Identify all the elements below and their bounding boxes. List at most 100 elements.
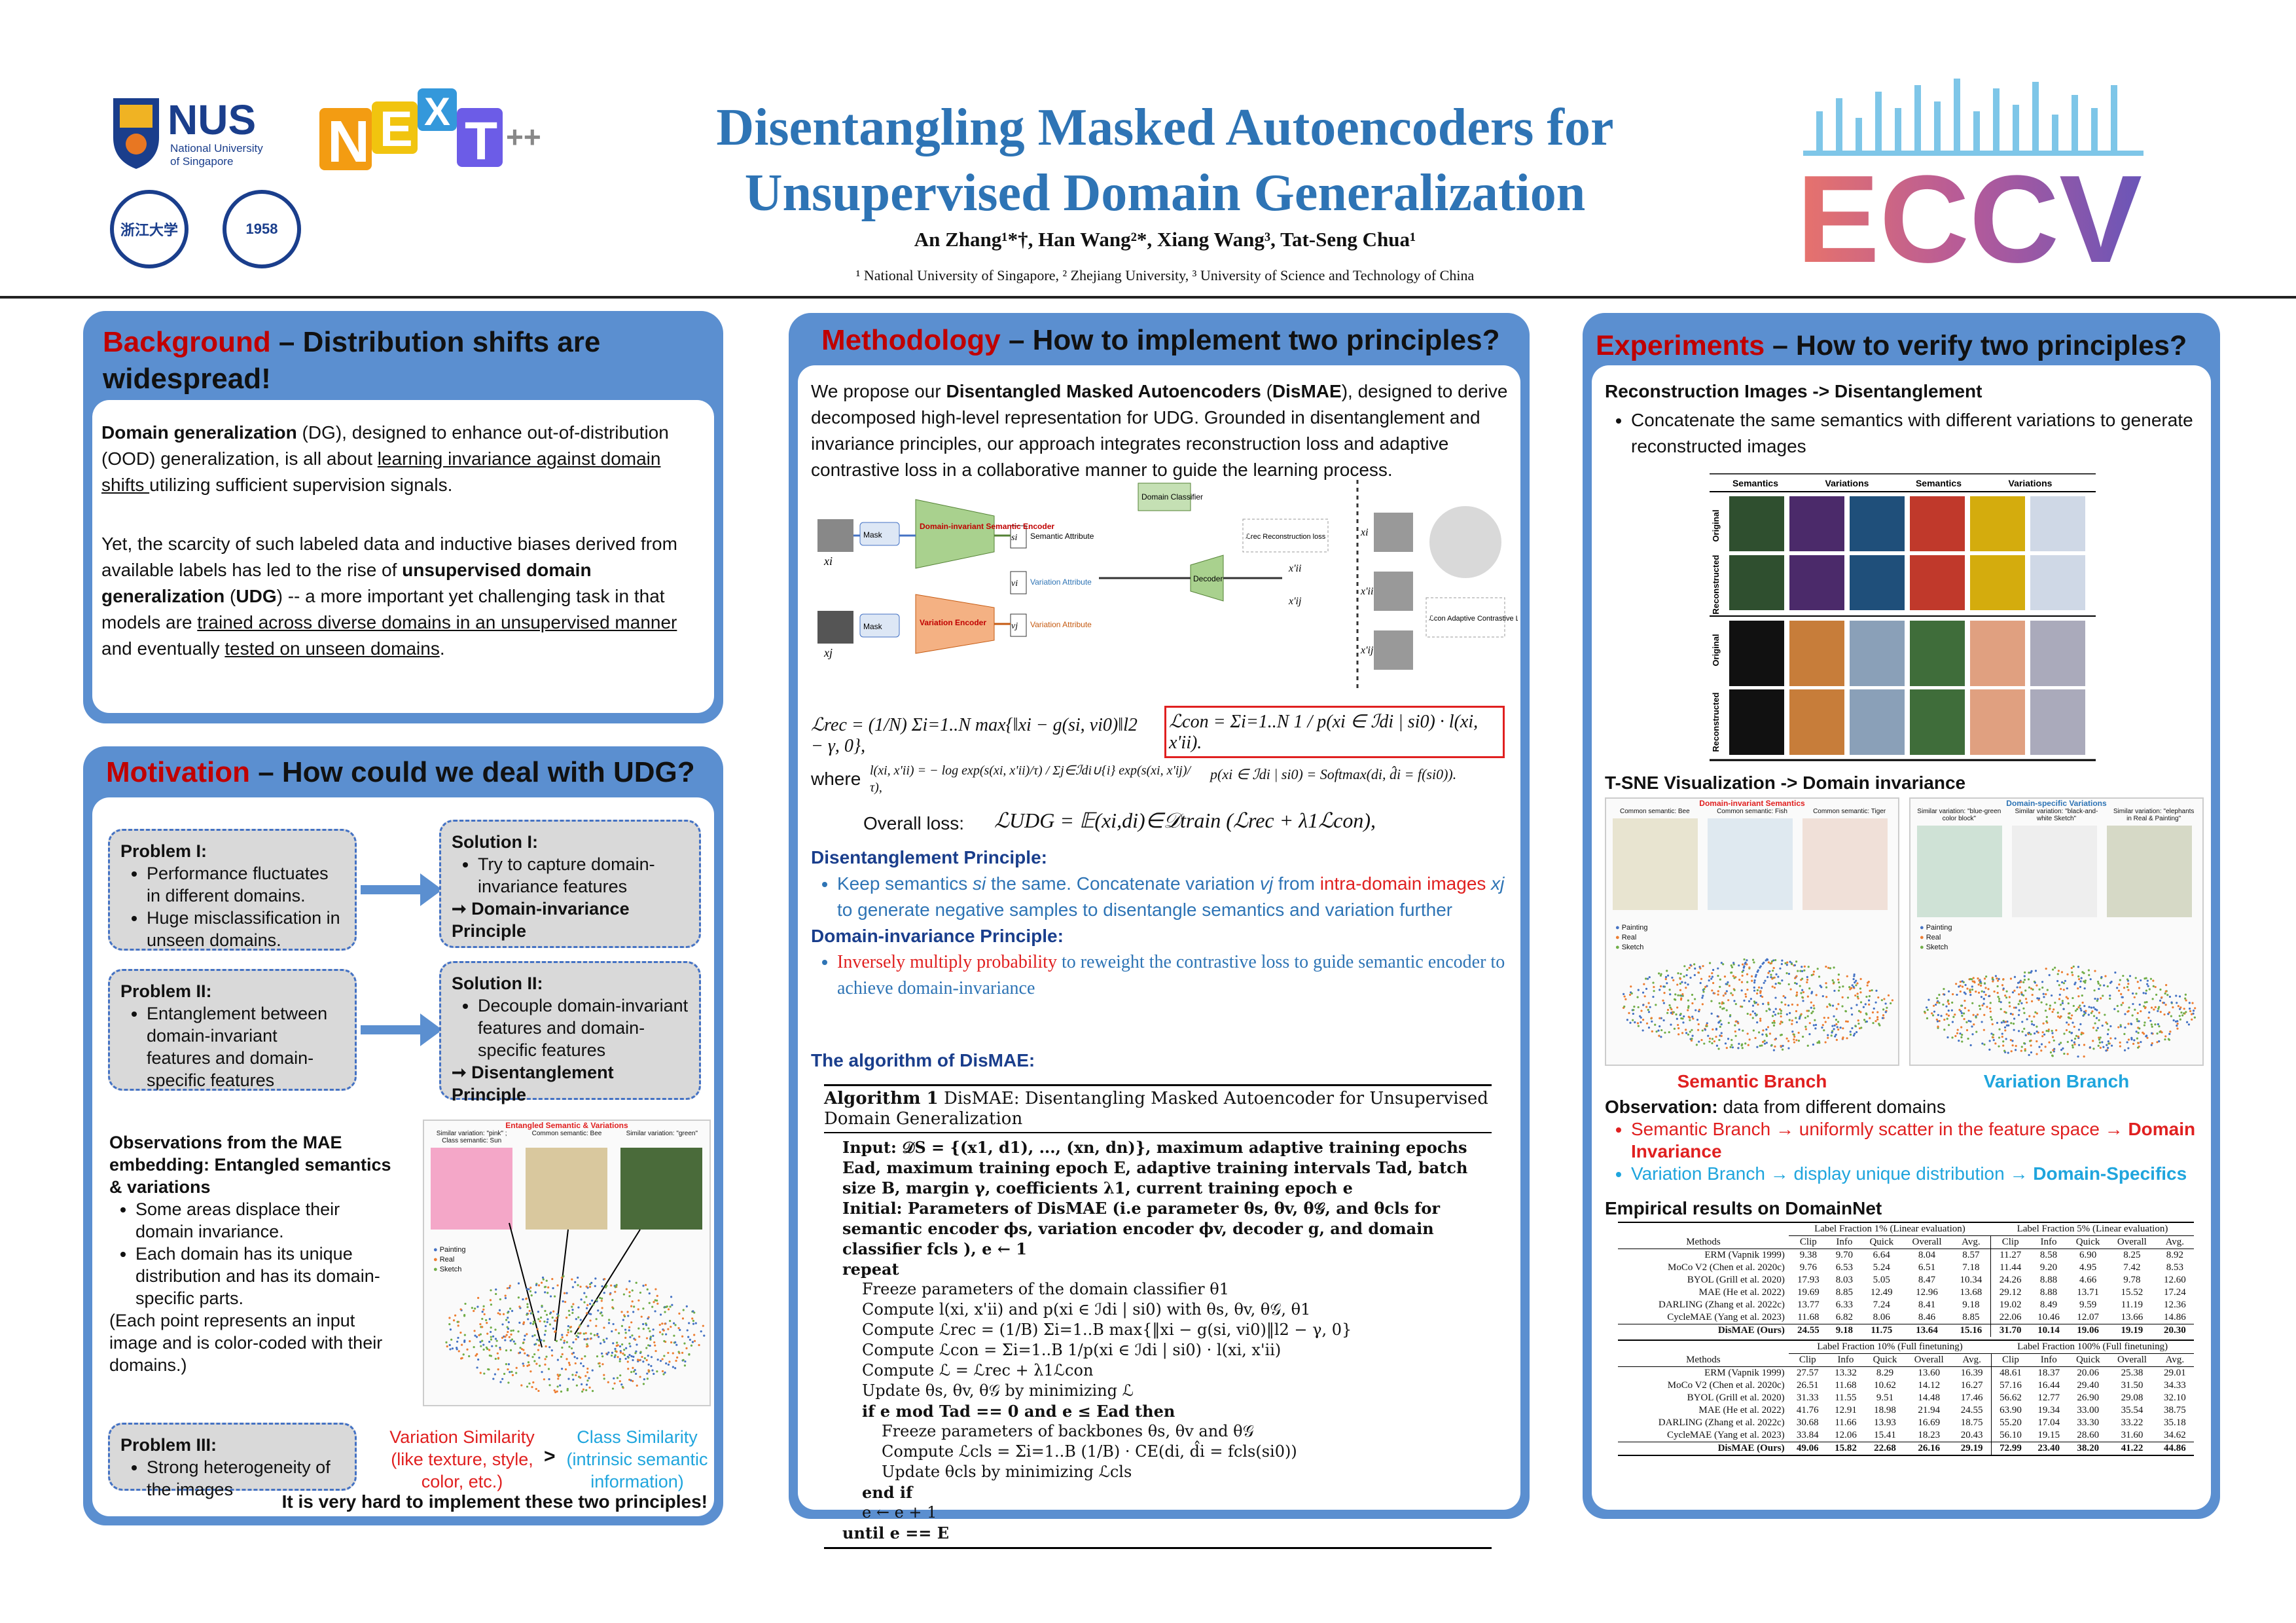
- scatter-point: [2106, 985, 2109, 988]
- scatter-point: [2079, 985, 2082, 989]
- scatter-point: [2109, 994, 2111, 997]
- scatter-point: [628, 1295, 631, 1298]
- scatter-point: [690, 1344, 693, 1347]
- scatter-point: [1784, 962, 1787, 964]
- scatter-point: [1649, 1006, 1651, 1008]
- scatter-point: [2150, 1044, 2153, 1046]
- scatter-point: [1859, 991, 1862, 994]
- scatter-point: [681, 1335, 684, 1338]
- scatter-point: [1835, 1019, 1838, 1021]
- problem-3-item: Strong heterogeneity of the images: [147, 1456, 344, 1501]
- scatter-point: [632, 1355, 635, 1358]
- scatter-point: [2180, 1011, 2183, 1014]
- scatter-point: [1659, 1025, 1661, 1028]
- algorithm-title: Algorithm 1 DisMAE: Disentangling Masked…: [824, 1086, 1492, 1133]
- scatter-point: [2004, 1021, 2007, 1023]
- scatter-point: [2176, 1002, 2178, 1004]
- scatter-point: [1991, 1023, 1994, 1025]
- scatter-point: [2066, 1021, 2068, 1024]
- scatter-point: [613, 1377, 615, 1379]
- table-header-cell: Avg.: [2165, 1237, 2185, 1247]
- scatter-point: [2008, 996, 2011, 998]
- scatter-point: [518, 1351, 522, 1354]
- scatter-point: [1756, 989, 1759, 992]
- table-cell: 56.10: [2000, 1430, 2022, 1440]
- scatter-point: [632, 1311, 635, 1313]
- scatter-point: [637, 1327, 640, 1330]
- scatter-point: [2036, 1053, 2038, 1055]
- scatter-point: [2045, 1020, 2048, 1023]
- table-cell: 26.90: [2077, 1393, 2100, 1403]
- scatter-point: [2158, 1006, 2161, 1008]
- scatter-point: [572, 1303, 575, 1305]
- scatter-point: [1723, 976, 1727, 978]
- table-cell: 8.25: [2123, 1250, 2141, 1260]
- scatter-point: [623, 1354, 626, 1357]
- scatter-point: [2150, 1006, 2153, 1009]
- scatter-point: [1660, 1029, 1663, 1032]
- scatter-point: [1852, 1034, 1856, 1037]
- scatter-point: [548, 1384, 551, 1387]
- scatter-point: [1990, 1018, 1993, 1021]
- scatter-point: [1937, 1025, 1939, 1028]
- scatter-point: [1773, 986, 1776, 989]
- table-cell: 7.42: [2123, 1262, 2141, 1273]
- table-header-cell: Overall: [2117, 1237, 2147, 1247]
- scatter-point: [2030, 1020, 2033, 1023]
- scatter-point: [2159, 999, 2162, 1002]
- table-header-cell: Avg.: [1951, 1235, 1992, 1249]
- scatter-point: [1731, 1038, 1733, 1042]
- table-cell: 13.71: [2077, 1287, 2099, 1298]
- scatter-point: [2077, 987, 2079, 990]
- scatter-point: [480, 1345, 482, 1347]
- scatter-point: [563, 1292, 566, 1294]
- scatter-point: [522, 1364, 525, 1367]
- table-cell: 18.37: [2037, 1368, 2060, 1378]
- scatter-point: [1851, 984, 1854, 987]
- scatter-point: [2077, 1006, 2080, 1009]
- scatter-point: [1676, 1017, 1678, 1020]
- eq-l: l(xi, x'ii) = − log exp(s(xi, x'ii)/τ) /…: [870, 763, 1191, 795]
- scatter-point: [1774, 1008, 1777, 1010]
- scatter-point: [601, 1297, 603, 1300]
- reconstruction-tile: [1789, 621, 1844, 686]
- scatter-point: [2135, 1030, 2138, 1033]
- scatter-point: [485, 1346, 488, 1349]
- scatter-point: [585, 1296, 588, 1298]
- scatter-point: [1702, 994, 1704, 997]
- scatter-point: [1718, 1038, 1721, 1042]
- table-cell: 13.32: [1835, 1368, 1857, 1378]
- scatter-point: [598, 1362, 601, 1364]
- scatter-point: [1636, 1022, 1640, 1025]
- scatter-point: [603, 1292, 605, 1294]
- scatter-point: [1804, 1025, 1807, 1028]
- scatter-point: [2136, 981, 2139, 983]
- scatter-point: [1799, 985, 1801, 987]
- scatter-point: [2109, 997, 2111, 1000]
- scatter-point: [1681, 1017, 1684, 1020]
- scatter-point: [556, 1359, 560, 1361]
- scatter-point: [2062, 1008, 2065, 1010]
- scatter-point: [1740, 1044, 1743, 1047]
- table-cell: 10.34: [1951, 1274, 1992, 1286]
- scatter-point: [626, 1360, 629, 1363]
- authors: An Zhang¹*†, Han Wang²*, Xiang Wang³, Ta…: [914, 228, 1416, 251]
- scatter-point: [630, 1321, 633, 1324]
- table-cell: 17.46: [1952, 1392, 1992, 1404]
- scatter-point: [535, 1387, 537, 1391]
- scatter-point: [1952, 993, 1954, 996]
- scatter-point: [1623, 995, 1626, 998]
- scatter-point: [2079, 1007, 2082, 1010]
- scatter-point: [1936, 997, 1939, 1000]
- scatter-point: [1782, 994, 1785, 998]
- scatter-point: [2040, 1043, 2043, 1046]
- scatter-point: [2169, 1030, 2172, 1033]
- scatter-point: [674, 1367, 677, 1370]
- table-cell: 12.96: [1916, 1287, 1938, 1298]
- table-cell: 38.20: [2077, 1443, 2100, 1453]
- scatter-point: [2040, 1049, 2043, 1052]
- scatter-point: [2024, 998, 2028, 1000]
- table-cell: MoCo V2 (Chen et al. 2020c): [1667, 1380, 1785, 1391]
